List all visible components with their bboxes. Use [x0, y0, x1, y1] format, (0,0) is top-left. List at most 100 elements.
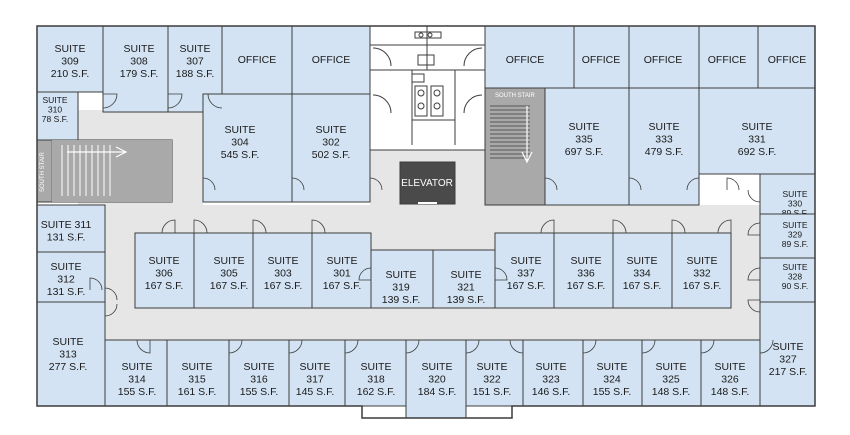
room-area: 151 S.F. — [473, 386, 512, 398]
room-area: 697 S.F. — [565, 146, 604, 158]
room-shape — [484, 25, 575, 89]
room-area: 148 S.F. — [711, 386, 750, 398]
room-number: 324 — [603, 374, 621, 386]
room-name: SUITE — [51, 261, 82, 273]
door-swing — [628, 177, 642, 191]
room-area: 145 S.F. — [296, 386, 335, 398]
door-swing — [759, 339, 774, 354]
room-number: 329 — [788, 230, 802, 240]
room-area: 139 S.F. — [447, 294, 486, 306]
room-area: 139 S.F. — [382, 294, 421, 306]
room-name: SUITE — [422, 361, 453, 373]
door-swing — [252, 219, 267, 234]
room-name: SUITE — [300, 361, 331, 373]
door-swing — [494, 267, 508, 281]
room-number: 334 — [633, 268, 651, 280]
room-shape — [228, 339, 290, 407]
room-area: 78 S.F. — [42, 114, 68, 124]
room-name: OFFICE — [768, 54, 807, 66]
room-number: 322 — [483, 374, 501, 386]
room-area: 167 S.F. — [623, 280, 662, 292]
room-name: SUITE — [361, 361, 392, 373]
room-number: 335 — [575, 134, 593, 146]
room-number: 325 — [662, 374, 680, 386]
room-number: 313 — [59, 349, 77, 361]
door-swing — [465, 339, 480, 354]
room-area: 148 S.F. — [652, 386, 691, 398]
door-swing — [509, 339, 524, 354]
door-swing — [89, 277, 103, 291]
room-name: SUITE — [225, 124, 256, 136]
room-name: SUITE — [656, 361, 687, 373]
room-shape — [698, 25, 759, 89]
room-number: 302 — [322, 137, 340, 149]
room-shape — [465, 339, 524, 407]
door-swing — [193, 219, 208, 234]
room-number: 326 — [721, 374, 739, 386]
door-swing — [686, 177, 700, 191]
room-name: OFFICE — [582, 54, 621, 66]
room-number: 333 — [655, 134, 673, 146]
room-area: 131 S.F. — [47, 286, 86, 298]
north-stair-label: SOUTH STAIR — [495, 93, 536, 99]
door-swing — [136, 339, 151, 354]
room-shape — [288, 339, 346, 407]
door-swing — [747, 299, 761, 313]
room-name: SUITE — [536, 361, 567, 373]
room-name: SUITE — [55, 43, 86, 55]
room-name: OFFICE — [644, 54, 683, 66]
elevator-label: ELEVATOR — [401, 178, 453, 189]
door-swing — [344, 339, 359, 354]
room-name: SUITE — [715, 361, 746, 373]
room-shape — [405, 339, 467, 419]
room-name: SUITE — [244, 361, 275, 373]
door-swing — [582, 339, 597, 354]
room-name: SUITE — [42, 95, 67, 105]
room-number: 318 — [367, 374, 385, 386]
room-number: 314 — [128, 374, 146, 386]
room-name: SUITE — [149, 255, 180, 267]
room-shape — [291, 93, 371, 203]
room-name: SUITE — [53, 336, 84, 348]
room-number: 315 — [188, 374, 206, 386]
room-name: SUITE — [742, 121, 773, 133]
room-area: 167 S.F. — [683, 280, 722, 292]
room-shape — [698, 87, 816, 175]
room-name: SUITE — [182, 361, 213, 373]
room-number: 307 — [186, 56, 204, 68]
west-stair-steps — [61, 145, 111, 196]
room-area: 277 S.F. — [49, 361, 88, 373]
room-number: 301 — [333, 268, 351, 280]
room-number: 320 — [428, 374, 446, 386]
elevator: ELEVATOR — [399, 161, 456, 205]
door-swing — [747, 189, 761, 203]
room-number: 305 — [220, 268, 238, 280]
room-area: 188 S.F. — [176, 68, 215, 80]
room-area: 162 S.F. — [357, 386, 396, 398]
room-name: SUITE — [627, 255, 658, 267]
room-shape — [432, 249, 496, 309]
room-name: OFFICE — [708, 54, 747, 66]
room-name: OFFICE — [238, 54, 277, 66]
room-number: 303 — [274, 268, 292, 280]
door-swing — [717, 219, 732, 234]
room-area: 502 S.F. — [312, 149, 351, 161]
